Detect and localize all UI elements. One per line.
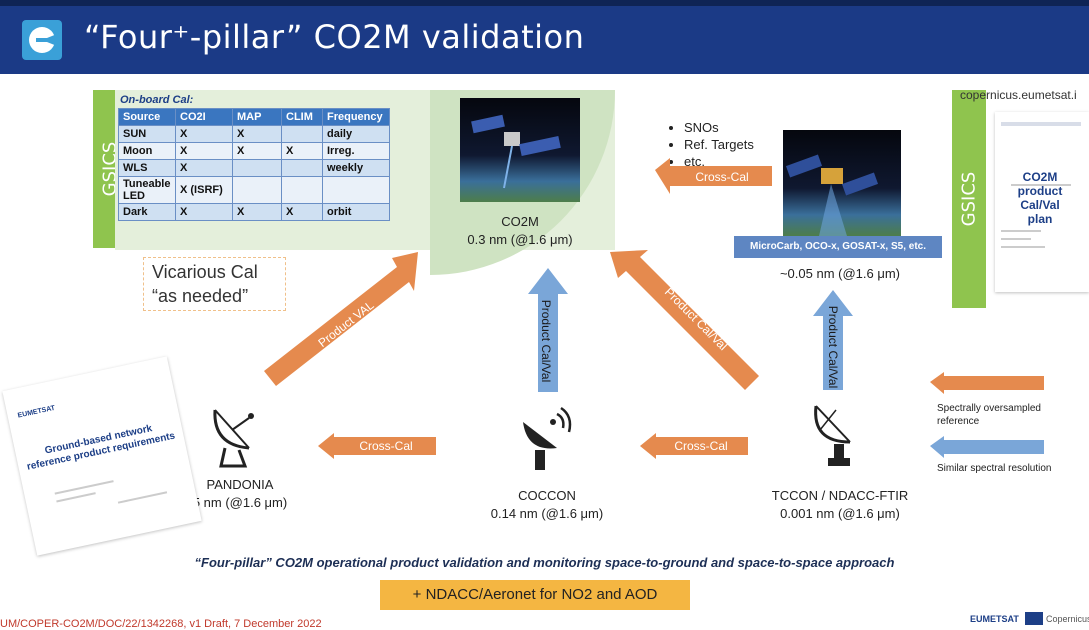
- pandonia-name: PANDONIA: [206, 477, 274, 492]
- satellite-icon: [471, 114, 561, 189]
- doc-line: [1001, 230, 1041, 232]
- co2m-resolution: 0.3 nm (@1.6 μm): [467, 232, 573, 247]
- calval-plan-doc-thumbnail: [995, 112, 1089, 292]
- legend-blue-text: Similar spectral resolution: [937, 463, 1052, 474]
- table-cell: X: [175, 125, 233, 143]
- table-header-cell: CO2I: [175, 108, 233, 126]
- coccon-resolution: 0.14 nm (@1.6 μm): [490, 506, 604, 521]
- ground-network-doc-thumbnail: EUMETSAT Ground-based network reference …: [2, 356, 202, 556]
- onboard-cal-caption: On-board Cal:: [120, 94, 194, 106]
- list-item: Ref. Targets: [684, 137, 754, 152]
- table-cell: X (ISRF): [175, 176, 233, 204]
- product-val-arrow: [264, 252, 418, 386]
- eumetsat-footer-logo: EUMETSAT: [970, 614, 1019, 624]
- product-calval-right-label: Product Cal/Val: [826, 305, 840, 389]
- eumetsat-logo-icon: [22, 20, 62, 60]
- doc-header-strip: [1001, 122, 1081, 126]
- microcarb-resolution: ~0.05 nm (@1.6 μm): [779, 266, 901, 281]
- table-row: Dark X X X orbit: [118, 203, 390, 221]
- crosscal-methods-list: SNOs Ref. Targets etc.: [668, 120, 754, 171]
- product-calval-center-label: Product Cal/Val: [539, 299, 553, 383]
- product-calval-center-arrow: [528, 268, 568, 392]
- cross-cal-right-label: Cross-Cal: [674, 439, 728, 453]
- doc-line: [1011, 184, 1071, 186]
- doc-line: [1001, 238, 1031, 240]
- gsics-right-bar: GSICS: [952, 90, 986, 308]
- cross-cal-left-arrow: [318, 433, 436, 459]
- tccon-antenna-icon: [814, 405, 851, 466]
- onboard-cal-table: Source CO2I MAP CLIM Frequency SUN X X d…: [118, 108, 390, 221]
- table-cell: orbit: [322, 203, 390, 221]
- eu-flag-icon: [1025, 612, 1043, 625]
- table-cell: X: [175, 159, 233, 177]
- cross-cal-top-label: Cross-Cal: [695, 170, 749, 184]
- cross-cal-right-arrow: [640, 433, 748, 459]
- table-cell: X: [175, 142, 233, 160]
- legend-orange-text: Spectrally oversampled reference: [937, 403, 1041, 427]
- doc-line: [1001, 246, 1045, 248]
- table-cell: X: [281, 142, 323, 160]
- table-cell: X: [232, 203, 282, 221]
- table-header-cell: Source: [118, 108, 176, 126]
- table-header-cell: CLIM: [281, 108, 323, 126]
- table-cell: Dark: [118, 203, 176, 221]
- other-missions-bar: MicroCarb, OCO-x, GOSAT-x, S5, etc.: [734, 236, 942, 258]
- microcarb-satellite-image: [783, 130, 901, 236]
- table-cell: X: [232, 125, 282, 143]
- title-bar: “Four⁺-pillar” CO2M validation: [0, 0, 1089, 74]
- table-header-cell: Frequency: [322, 108, 390, 126]
- doc-line: [54, 480, 114, 495]
- calval-plan-title: CO2M product Cal/Val plan: [1017, 170, 1063, 226]
- cross-cal-top-arrow: [655, 158, 772, 194]
- co2m-name: CO2M: [501, 214, 539, 229]
- list-item: SNOs: [684, 120, 754, 135]
- table-row: WLS X weekly: [118, 159, 390, 177]
- table-cell: X: [232, 142, 282, 160]
- table-cell: [281, 125, 323, 143]
- product-calval-right-arrow: [813, 290, 853, 390]
- pandonia-resolution: 5 nm (@1.6 μm): [192, 495, 288, 510]
- tccon-resolution: 0.001 nm (@1.6 μm): [780, 506, 900, 521]
- legend-blue-arrow: [930, 436, 1044, 458]
- tccon-name: TCCON / NDACC-FTIR: [771, 488, 909, 503]
- copernicus-url: copernicus.eumetsat.i: [960, 88, 1077, 102]
- table-row: Moon X X X Irreg.: [118, 142, 390, 160]
- table-cell: X: [281, 203, 323, 221]
- satellite-icon: [785, 154, 879, 236]
- table-cell: daily: [322, 125, 390, 143]
- vicarious-cal-line1: Vicarious Cal: [152, 262, 258, 282]
- list-item: etc.: [684, 154, 754, 169]
- cross-cal-left-label: Cross-Cal: [359, 439, 413, 453]
- page-title: “Four⁺-pillar” CO2M validation: [84, 18, 585, 56]
- co2m-satellite-image: [460, 98, 580, 202]
- doc-line: [117, 491, 168, 504]
- vicarious-cal-box: Vicarious Cal “as needed”: [143, 257, 286, 311]
- legend-orange-arrow: [930, 372, 1044, 394]
- copernicus-footer-logo: Copernicus: [1046, 614, 1089, 624]
- four-pillar-caption: “Four-pillar” CO2M operational product v…: [194, 555, 895, 570]
- doc-title: Ground-based network reference product r…: [25, 423, 177, 473]
- table-cell: weekly: [322, 159, 390, 177]
- table-cell: [281, 159, 323, 177]
- pandonia-antenna-icon: [213, 409, 254, 468]
- coccon-antenna-icon: [523, 406, 572, 470]
- table-cell: [281, 176, 323, 204]
- doc-line: [56, 492, 96, 503]
- product-calval-diag-arrow: [610, 250, 759, 390]
- table-header-row: Source CO2I MAP CLIM Frequency: [118, 108, 390, 126]
- ndacc-aeronet-banner: + NDACC/Aeronet for NO2 and AOD: [380, 580, 690, 610]
- doc-brand-logo: EUMETSAT: [17, 404, 56, 420]
- document-id: UM/COPER-CO2M/DOC/22/1342268, v1 Draft, …: [0, 618, 322, 630]
- vicarious-cal-line2: “as needed”: [152, 286, 249, 306]
- coccon-name: COCCON: [518, 488, 576, 503]
